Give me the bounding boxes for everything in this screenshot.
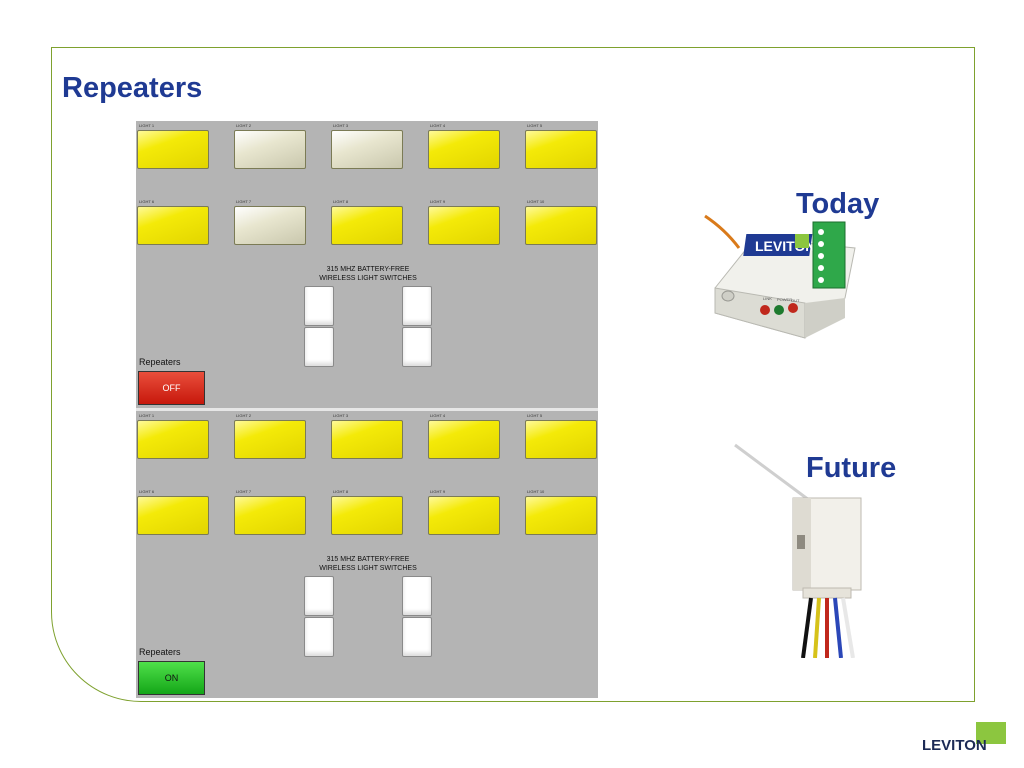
- light-label: LIGHT 10: [527, 199, 545, 204]
- wireless-switch-1-bottom[interactable]: [304, 327, 334, 367]
- light-lamp[interactable]: [137, 206, 209, 245]
- light-tile[interactable]: LIGHT 6: [137, 197, 209, 245]
- light-lamp[interactable]: [428, 420, 500, 459]
- light-tile[interactable]: LIGHT 4: [428, 411, 500, 459]
- light-tile[interactable]: LIGHT 2: [234, 121, 306, 169]
- light-lamp[interactable]: [428, 130, 500, 169]
- slide-title: Repeaters: [62, 72, 203, 104]
- light-lamp[interactable]: [331, 206, 403, 245]
- repeaters-label: Repeaters: [139, 647, 181, 657]
- light-lamp[interactable]: [331, 420, 403, 459]
- light-label: LIGHT 6: [139, 489, 155, 494]
- switches-caption-line1: 315 MHZ BATTERY-FREE: [326, 556, 410, 563]
- future-caption: Future: [806, 452, 897, 484]
- light-lamp[interactable]: [331, 496, 403, 535]
- light-tile[interactable]: LIGHT 7: [234, 487, 306, 535]
- light-tile[interactable]: LIGHT 1: [137, 411, 209, 459]
- light-label: LIGHT 2: [236, 123, 252, 128]
- light-lamp[interactable]: [234, 206, 306, 245]
- wireless-switch-1-top[interactable]: [304, 286, 334, 326]
- light-lamp[interactable]: [525, 206, 597, 245]
- light-label: LIGHT 10: [527, 489, 545, 494]
- light-lamp[interactable]: [234, 420, 306, 459]
- slide-frame: [51, 47, 975, 702]
- light-tile[interactable]: LIGHT 9: [428, 487, 500, 535]
- light-label: LIGHT 7: [236, 489, 252, 494]
- light-label: LIGHT 4: [430, 413, 446, 418]
- light-tile[interactable]: LIGHT 7: [234, 197, 306, 245]
- light-label: LIGHT 2: [236, 413, 252, 418]
- today-receiver-device-image: LEVITON LINK POWER OUT: [704, 214, 856, 339]
- wireless-switch-1-top[interactable]: [304, 576, 334, 616]
- light-label: LIGHT 8: [333, 489, 349, 494]
- light-tile[interactable]: LIGHT 8: [331, 197, 403, 245]
- light-lamp[interactable]: [331, 130, 403, 169]
- light-tile[interactable]: LIGHT 8: [331, 487, 403, 535]
- light-control-panel-repeaters-off: LIGHT 1 LIGHT 2 LIGHT 3 LIGHT 4 LIGHT 5 …: [136, 121, 598, 408]
- switches-caption-line2: WIRELESS LIGHT SWITCHES: [319, 565, 417, 572]
- light-label: LIGHT 5: [527, 413, 543, 418]
- repeaters-toggle-button[interactable]: OFF: [138, 371, 205, 405]
- light-tile[interactable]: LIGHT 2: [234, 411, 306, 459]
- light-label: LIGHT 3: [333, 413, 349, 418]
- light-tile[interactable]: LIGHT 5: [525, 411, 597, 459]
- light-label: LIGHT 9: [430, 199, 446, 204]
- switches-caption-line2: WIRELESS LIGHT SWITCHES: [319, 275, 417, 282]
- light-lamp[interactable]: [234, 130, 306, 169]
- light-tile[interactable]: LIGHT 3: [331, 411, 403, 459]
- repeaters-label: Repeaters: [139, 357, 181, 367]
- switches-caption-line1: 315 MHZ BATTERY-FREE: [326, 266, 410, 273]
- switches-caption: 315 MHZ BATTERY-FREE WIRELESS LIGHT SWIT…: [296, 555, 440, 573]
- light-label: LIGHT 7: [236, 199, 252, 204]
- light-lamp[interactable]: [525, 130, 597, 169]
- light-label: LIGHT 5: [527, 123, 543, 128]
- light-tile[interactable]: LIGHT 10: [525, 487, 597, 535]
- light-tile[interactable]: LIGHT 5: [525, 121, 597, 169]
- light-label: LIGHT 3: [333, 123, 349, 128]
- today-indicator-label-3: OUT: [791, 298, 800, 303]
- light-label: LIGHT 1: [139, 123, 155, 128]
- wireless-switch-2-top[interactable]: [402, 286, 432, 326]
- light-label: LIGHT 1: [139, 413, 155, 418]
- light-label: LIGHT 4: [430, 123, 446, 128]
- light-control-panel-repeaters-on: LIGHT 1 LIGHT 2 LIGHT 3 LIGHT 4 LIGHT 5 …: [136, 411, 598, 698]
- logo-text: LEVITON: [922, 737, 987, 754]
- wireless-switch-1-bottom[interactable]: [304, 617, 334, 657]
- light-lamp[interactable]: [525, 496, 597, 535]
- light-tile[interactable]: LIGHT 6: [137, 487, 209, 535]
- wireless-switch-2-bottom[interactable]: [402, 327, 432, 367]
- light-lamp[interactable]: [234, 496, 306, 535]
- light-tile[interactable]: LIGHT 4: [428, 121, 500, 169]
- repeaters-toggle-button[interactable]: ON: [138, 661, 205, 695]
- light-tile[interactable]: LIGHT 1: [137, 121, 209, 169]
- light-lamp[interactable]: [428, 206, 500, 245]
- today-indicator-label-2: POWER: [777, 297, 792, 302]
- light-lamp[interactable]: [137, 496, 209, 535]
- light-tile[interactable]: LIGHT 10: [525, 197, 597, 245]
- panel-divider: [136, 408, 598, 411]
- light-lamp[interactable]: [525, 420, 597, 459]
- light-tile[interactable]: LIGHT 9: [428, 197, 500, 245]
- today-indicator-label-1: LINK: [763, 296, 772, 301]
- light-lamp[interactable]: [137, 130, 209, 169]
- light-label: LIGHT 6: [139, 199, 155, 204]
- light-lamp[interactable]: [428, 496, 500, 535]
- today-caption: Today: [796, 188, 880, 220]
- wireless-switch-2-top[interactable]: [402, 576, 432, 616]
- leviton-logo: LEVITON: [922, 722, 1006, 754]
- future-receiver-device-image: [734, 443, 862, 658]
- light-lamp[interactable]: [137, 420, 209, 459]
- light-label: LIGHT 9: [430, 489, 446, 494]
- light-label: LIGHT 8: [333, 199, 349, 204]
- wireless-switch-2-bottom[interactable]: [402, 617, 432, 657]
- switches-caption: 315 MHZ BATTERY-FREE WIRELESS LIGHT SWIT…: [296, 265, 440, 283]
- light-tile[interactable]: LIGHT 3: [331, 121, 403, 169]
